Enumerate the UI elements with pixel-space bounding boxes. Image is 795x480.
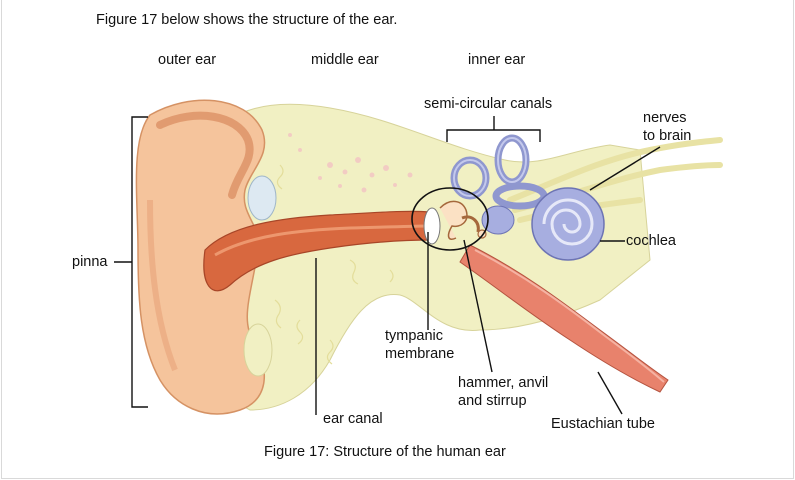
middle-ear-heading: middle ear xyxy=(311,52,379,68)
eustachian-pointer xyxy=(597,371,623,415)
eustachian-tube-shape xyxy=(459,244,669,393)
tympanic-label-line2: membrane xyxy=(385,346,455,362)
ossicles-pointer xyxy=(463,239,493,373)
nerves-label-line2: to brain xyxy=(643,128,692,144)
cochlea-shape xyxy=(531,187,605,261)
inner-ear-heading: inner ear xyxy=(468,52,526,68)
pointer-lines xyxy=(114,116,661,415)
figure-caption: Figure 17: Structure of the human ear xyxy=(264,444,506,460)
outer-ear-heading: outer ear xyxy=(158,52,217,68)
ossicles-shape xyxy=(439,200,487,240)
semicircular-canals-label: semi-circular canals xyxy=(424,96,553,112)
nerves-pointer xyxy=(589,146,661,191)
intro-text: Figure 17 below shows the structure of t… xyxy=(96,12,398,28)
nerves-label-line1: nerves xyxy=(643,110,687,126)
eustachian-tube-label: Eustachian tube xyxy=(551,416,655,432)
ear-canal-label: ear canal xyxy=(323,411,383,427)
tympanic-membrane-shape xyxy=(423,207,441,245)
ear-canal-shape xyxy=(203,210,433,292)
vestibule-shape xyxy=(481,205,515,235)
ossicles-label-line2: and stirrup xyxy=(458,393,527,409)
middle-ear-highlight-circle xyxy=(411,187,489,251)
semicircular-bracket xyxy=(446,129,541,142)
pinna-label: pinna xyxy=(72,254,108,270)
temporal-bone xyxy=(231,103,651,411)
ossicles-label-line1: hammer, anvil xyxy=(458,375,549,391)
cochlea-label: cochlea xyxy=(626,233,676,249)
tympanic-label-line1: tympanic xyxy=(385,328,444,344)
